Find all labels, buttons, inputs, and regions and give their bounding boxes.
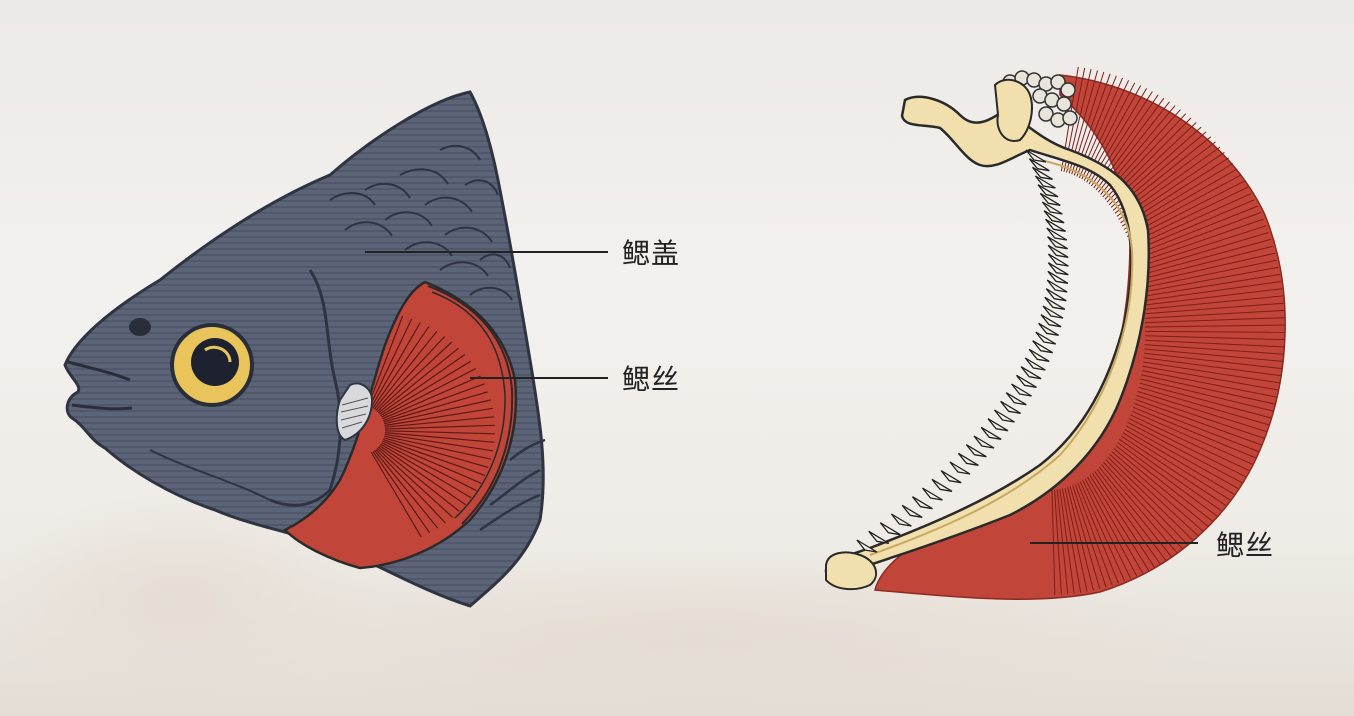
gill-raker — [923, 488, 943, 500]
label-gill-filament-fish: 鳃丝 — [622, 358, 680, 398]
eye-icon — [172, 325, 252, 405]
label-operculum: 鳃盖 — [622, 232, 680, 272]
gill-raker — [902, 505, 922, 517]
gill-raker — [913, 497, 933, 509]
gill-raker — [869, 531, 889, 543]
nostril — [129, 318, 151, 336]
gill-raker — [891, 514, 911, 526]
gill-arch-illustration — [826, 67, 1285, 599]
label-gill-filament-arch: 鳃丝 — [1216, 524, 1274, 564]
gill-raker — [880, 523, 900, 535]
